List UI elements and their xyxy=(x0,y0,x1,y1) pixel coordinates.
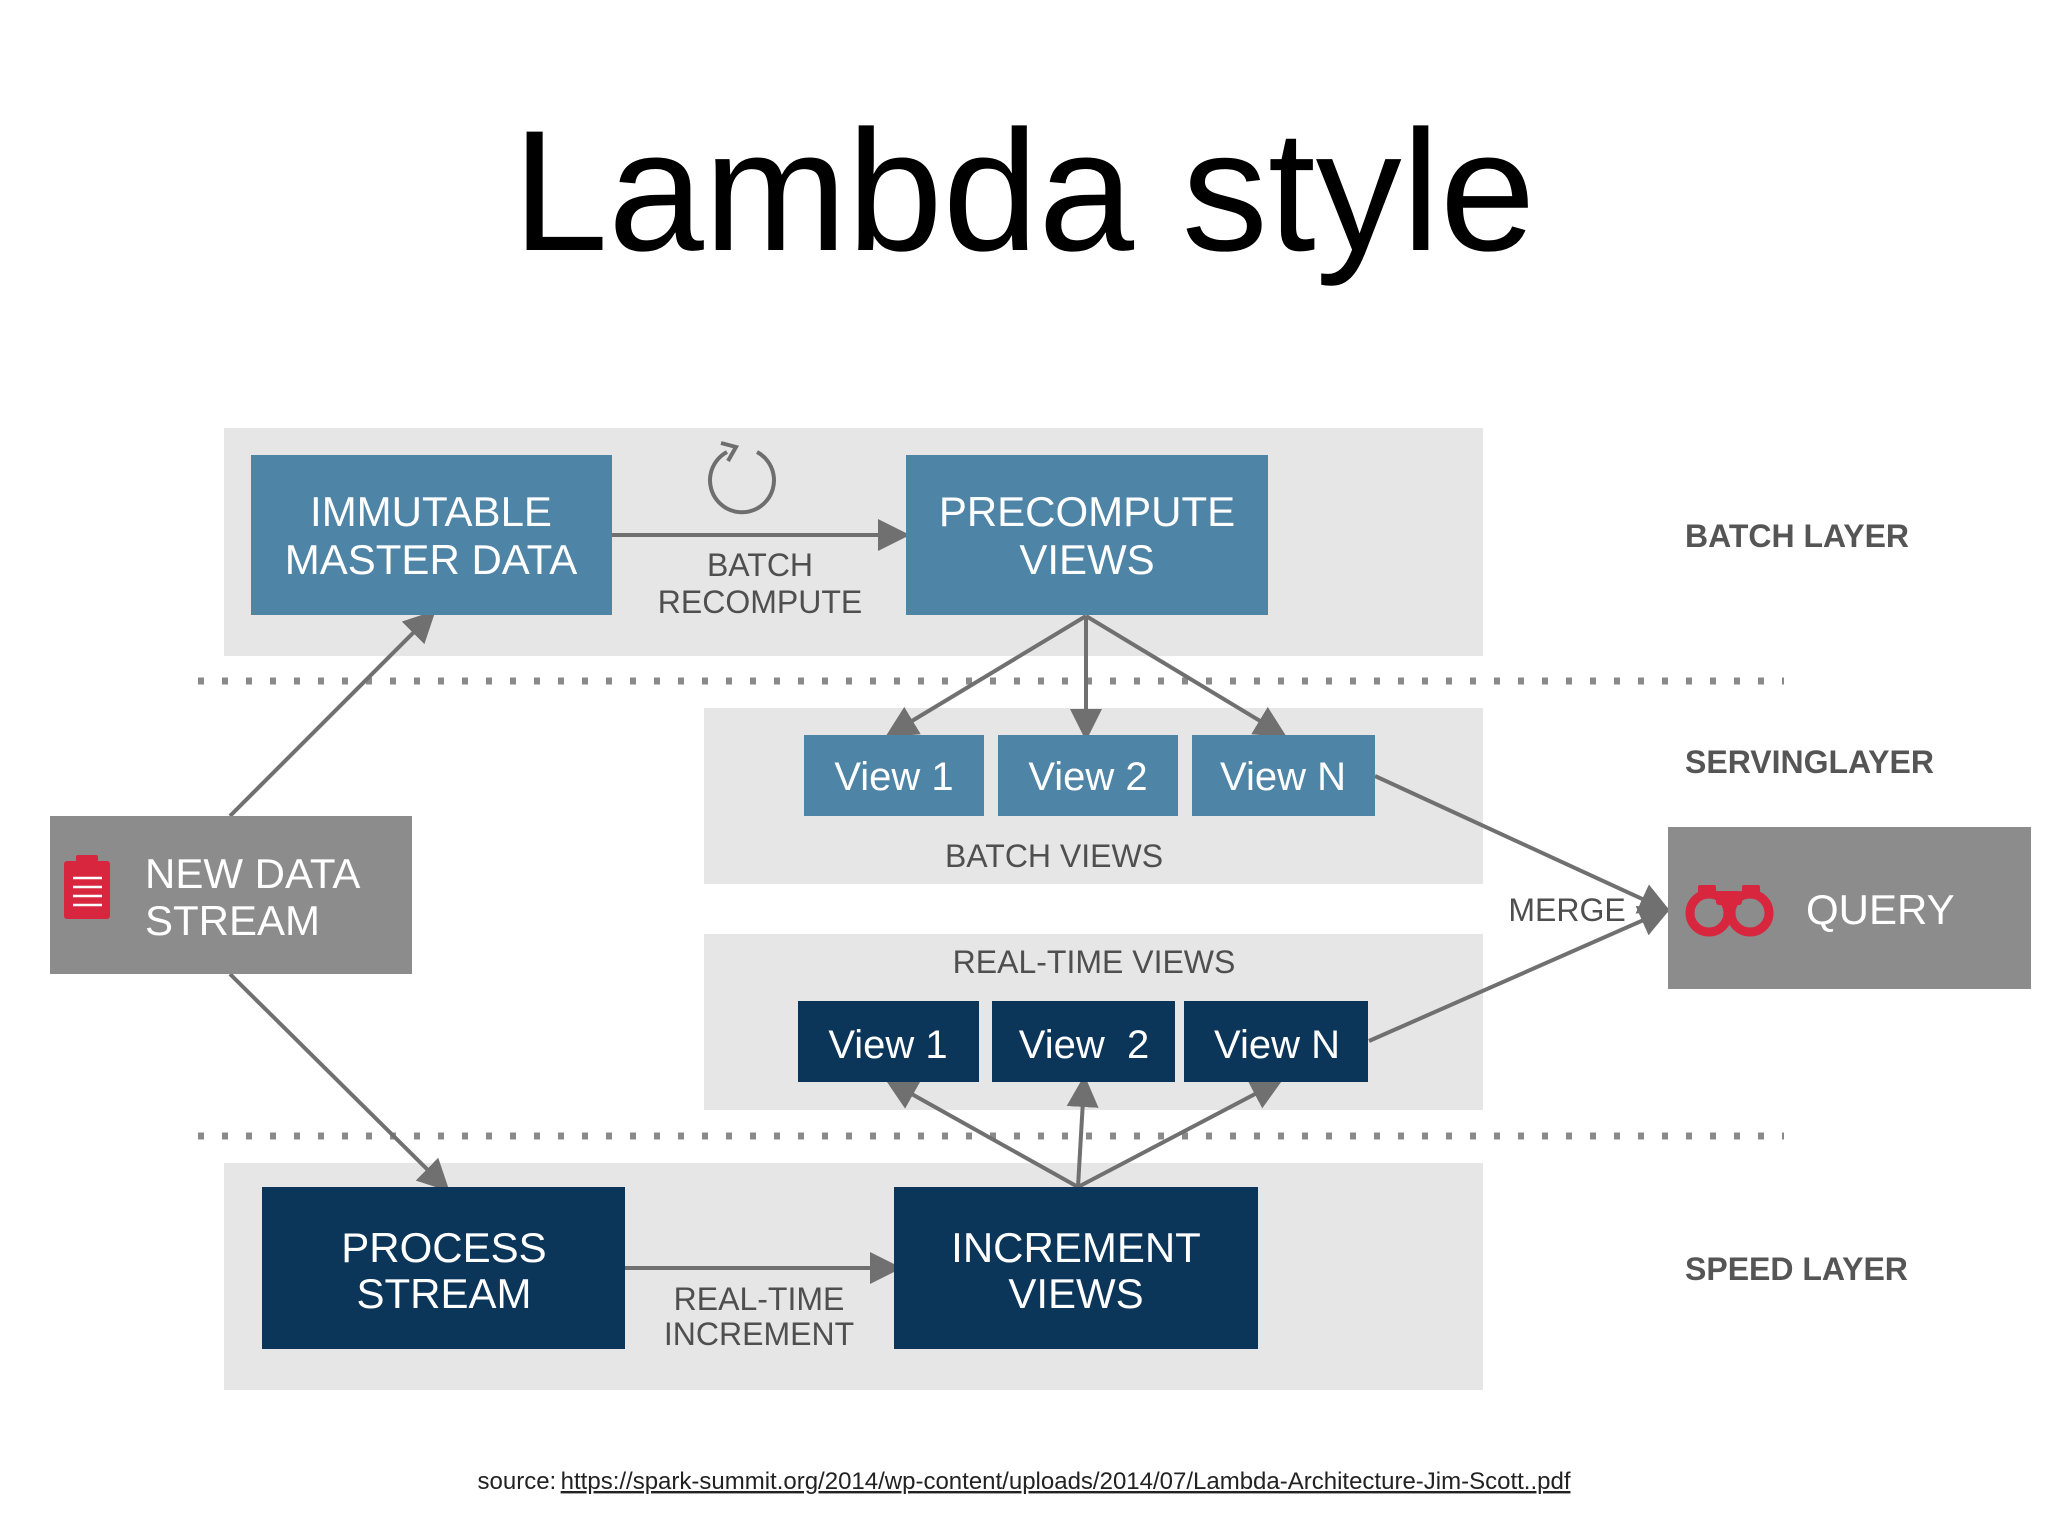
arrow-increment-to-rt-view-2 xyxy=(1066,1075,1099,1188)
batch-view-1-label: View 1 xyxy=(834,755,953,799)
arrow-precompute-to-view-n xyxy=(1084,614,1287,738)
process-stream-line-2: STREAM xyxy=(356,1270,531,1317)
arrow-increment-to-rt-view-n xyxy=(1077,1079,1284,1189)
arrow-increment-to-rt-view-1 xyxy=(885,1079,1079,1189)
realtime-view-1-label: View 1 xyxy=(828,1023,947,1067)
realtime-increment-label-line-1: REAL-TIME xyxy=(674,1281,845,1317)
clipboard-icon xyxy=(64,855,110,919)
source-link[interactable]: https://spark-summit.org/2014/wp-content… xyxy=(561,1468,1571,1495)
arrow-precompute-to-view-1 xyxy=(885,614,1088,738)
immutable-master-data-line-2: MASTER DATA xyxy=(285,536,577,583)
batch-view-1 xyxy=(804,735,984,816)
binoculars-icon xyxy=(1685,885,1774,937)
realtime-view-1 xyxy=(798,1001,979,1082)
new-data-stream-line-1: NEW DATA xyxy=(145,850,360,897)
batch-layer-label: BATCH LAYER xyxy=(1685,518,1909,554)
new-data-stream-box xyxy=(50,816,412,974)
immutable-master-data-box xyxy=(251,455,612,615)
batch-view-n xyxy=(1192,735,1375,816)
batch-view-2-label: View 2 xyxy=(1028,755,1147,799)
page-title: Lambda style xyxy=(512,95,1535,287)
new-data-stream-line-2: STREAM xyxy=(145,897,320,944)
realtime-views-label: REAL-TIME VIEWS xyxy=(953,944,1236,980)
realtime-view-2-label: View 2 xyxy=(1019,1023,1149,1067)
merge-label: MERGE xyxy=(1508,892,1625,928)
speed-layer-label: SPEED LAYER xyxy=(1685,1251,1908,1287)
source-line: source: https://spark-summit.org/2014/wp… xyxy=(478,1468,1571,1495)
serving-layer-label: SERVINGLAYER xyxy=(1685,744,1934,780)
process-stream-line-1: PROCESS xyxy=(341,1224,546,1271)
batch-view-2 xyxy=(998,735,1178,816)
increment-views-line-1: INCREMENT xyxy=(951,1224,1201,1271)
realtime-view-n-label: View N xyxy=(1214,1023,1340,1067)
arrow-rt-view-n-to-query xyxy=(1368,906,1672,1043)
batch-recompute-label-line-2: RECOMPUTE xyxy=(658,584,862,620)
realtime-increment-label-line-2: INCREMENT xyxy=(664,1316,854,1352)
realtime-view-n xyxy=(1184,1001,1368,1082)
process-stream-box xyxy=(262,1187,625,1349)
query-label: QUERY xyxy=(1806,886,1955,933)
refresh-cycle-icon xyxy=(708,441,776,515)
batch-recompute-label-line-1: BATCH xyxy=(707,547,813,583)
arrow-batch-view-n-to-query xyxy=(1374,774,1672,914)
realtime-view-2 xyxy=(992,1001,1175,1082)
arrow-stream-to-master xyxy=(228,610,436,818)
precompute-views-line-1: PRECOMPUTE xyxy=(939,488,1235,535)
batch-views-label: BATCH VIEWS xyxy=(945,838,1163,874)
batch-view-n-label: View N xyxy=(1220,755,1346,799)
increment-views-box xyxy=(894,1187,1258,1349)
arrow-stream-to-process xyxy=(228,972,450,1192)
increment-views-line-2: VIEWS xyxy=(1008,1270,1143,1317)
immutable-master-data-line-1: IMMUTABLE xyxy=(310,488,552,535)
source-prefix: source: xyxy=(478,1468,557,1495)
precompute-views-box xyxy=(906,455,1268,615)
precompute-views-line-2: VIEWS xyxy=(1019,536,1154,583)
